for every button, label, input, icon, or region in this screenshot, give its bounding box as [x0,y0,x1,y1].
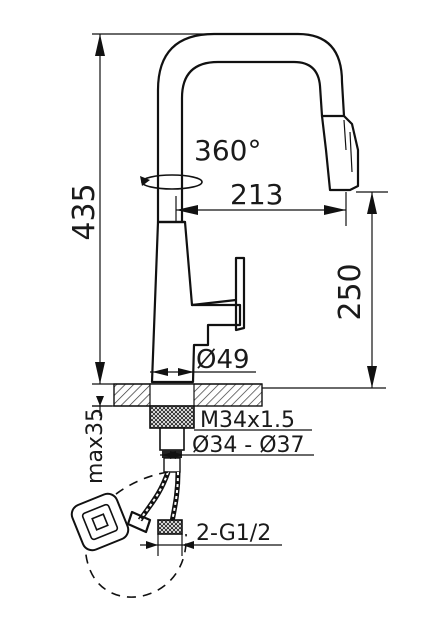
dim-total-height [92,33,214,384]
dim-spout-height-label: 250 [333,263,368,320]
dim-max-thickness-label: max35 [83,408,108,484]
dim-base-diameter [150,368,256,376]
rotation-indicator [140,174,203,190]
dim-spout-height [262,191,388,389]
dim-hose-connection-label: 2-G1/2 [196,521,271,546]
hose-counterweight [70,492,130,552]
dim-max-thickness [92,396,112,416]
mounting-nut [149,405,195,429]
dim-hose-connection [140,534,282,556]
dim-reach [175,192,347,226]
dim-thread-label: M34x1.5 [200,408,295,433]
lever-handle [234,256,246,332]
pullout-hose-path [84,471,187,598]
dim-hole-range-label: Ø34 - Ø37 [192,433,305,458]
dim-hole-range [160,451,314,459]
dim-rotation-label: 360° [194,134,261,167]
dim-reach-label: 213 [230,178,283,211]
mounting-hardware [126,405,195,535]
dim-base-diameter-label: Ø49 [196,345,250,375]
dim-total-height-label: 435 [67,183,102,240]
spray-head [320,114,360,192]
